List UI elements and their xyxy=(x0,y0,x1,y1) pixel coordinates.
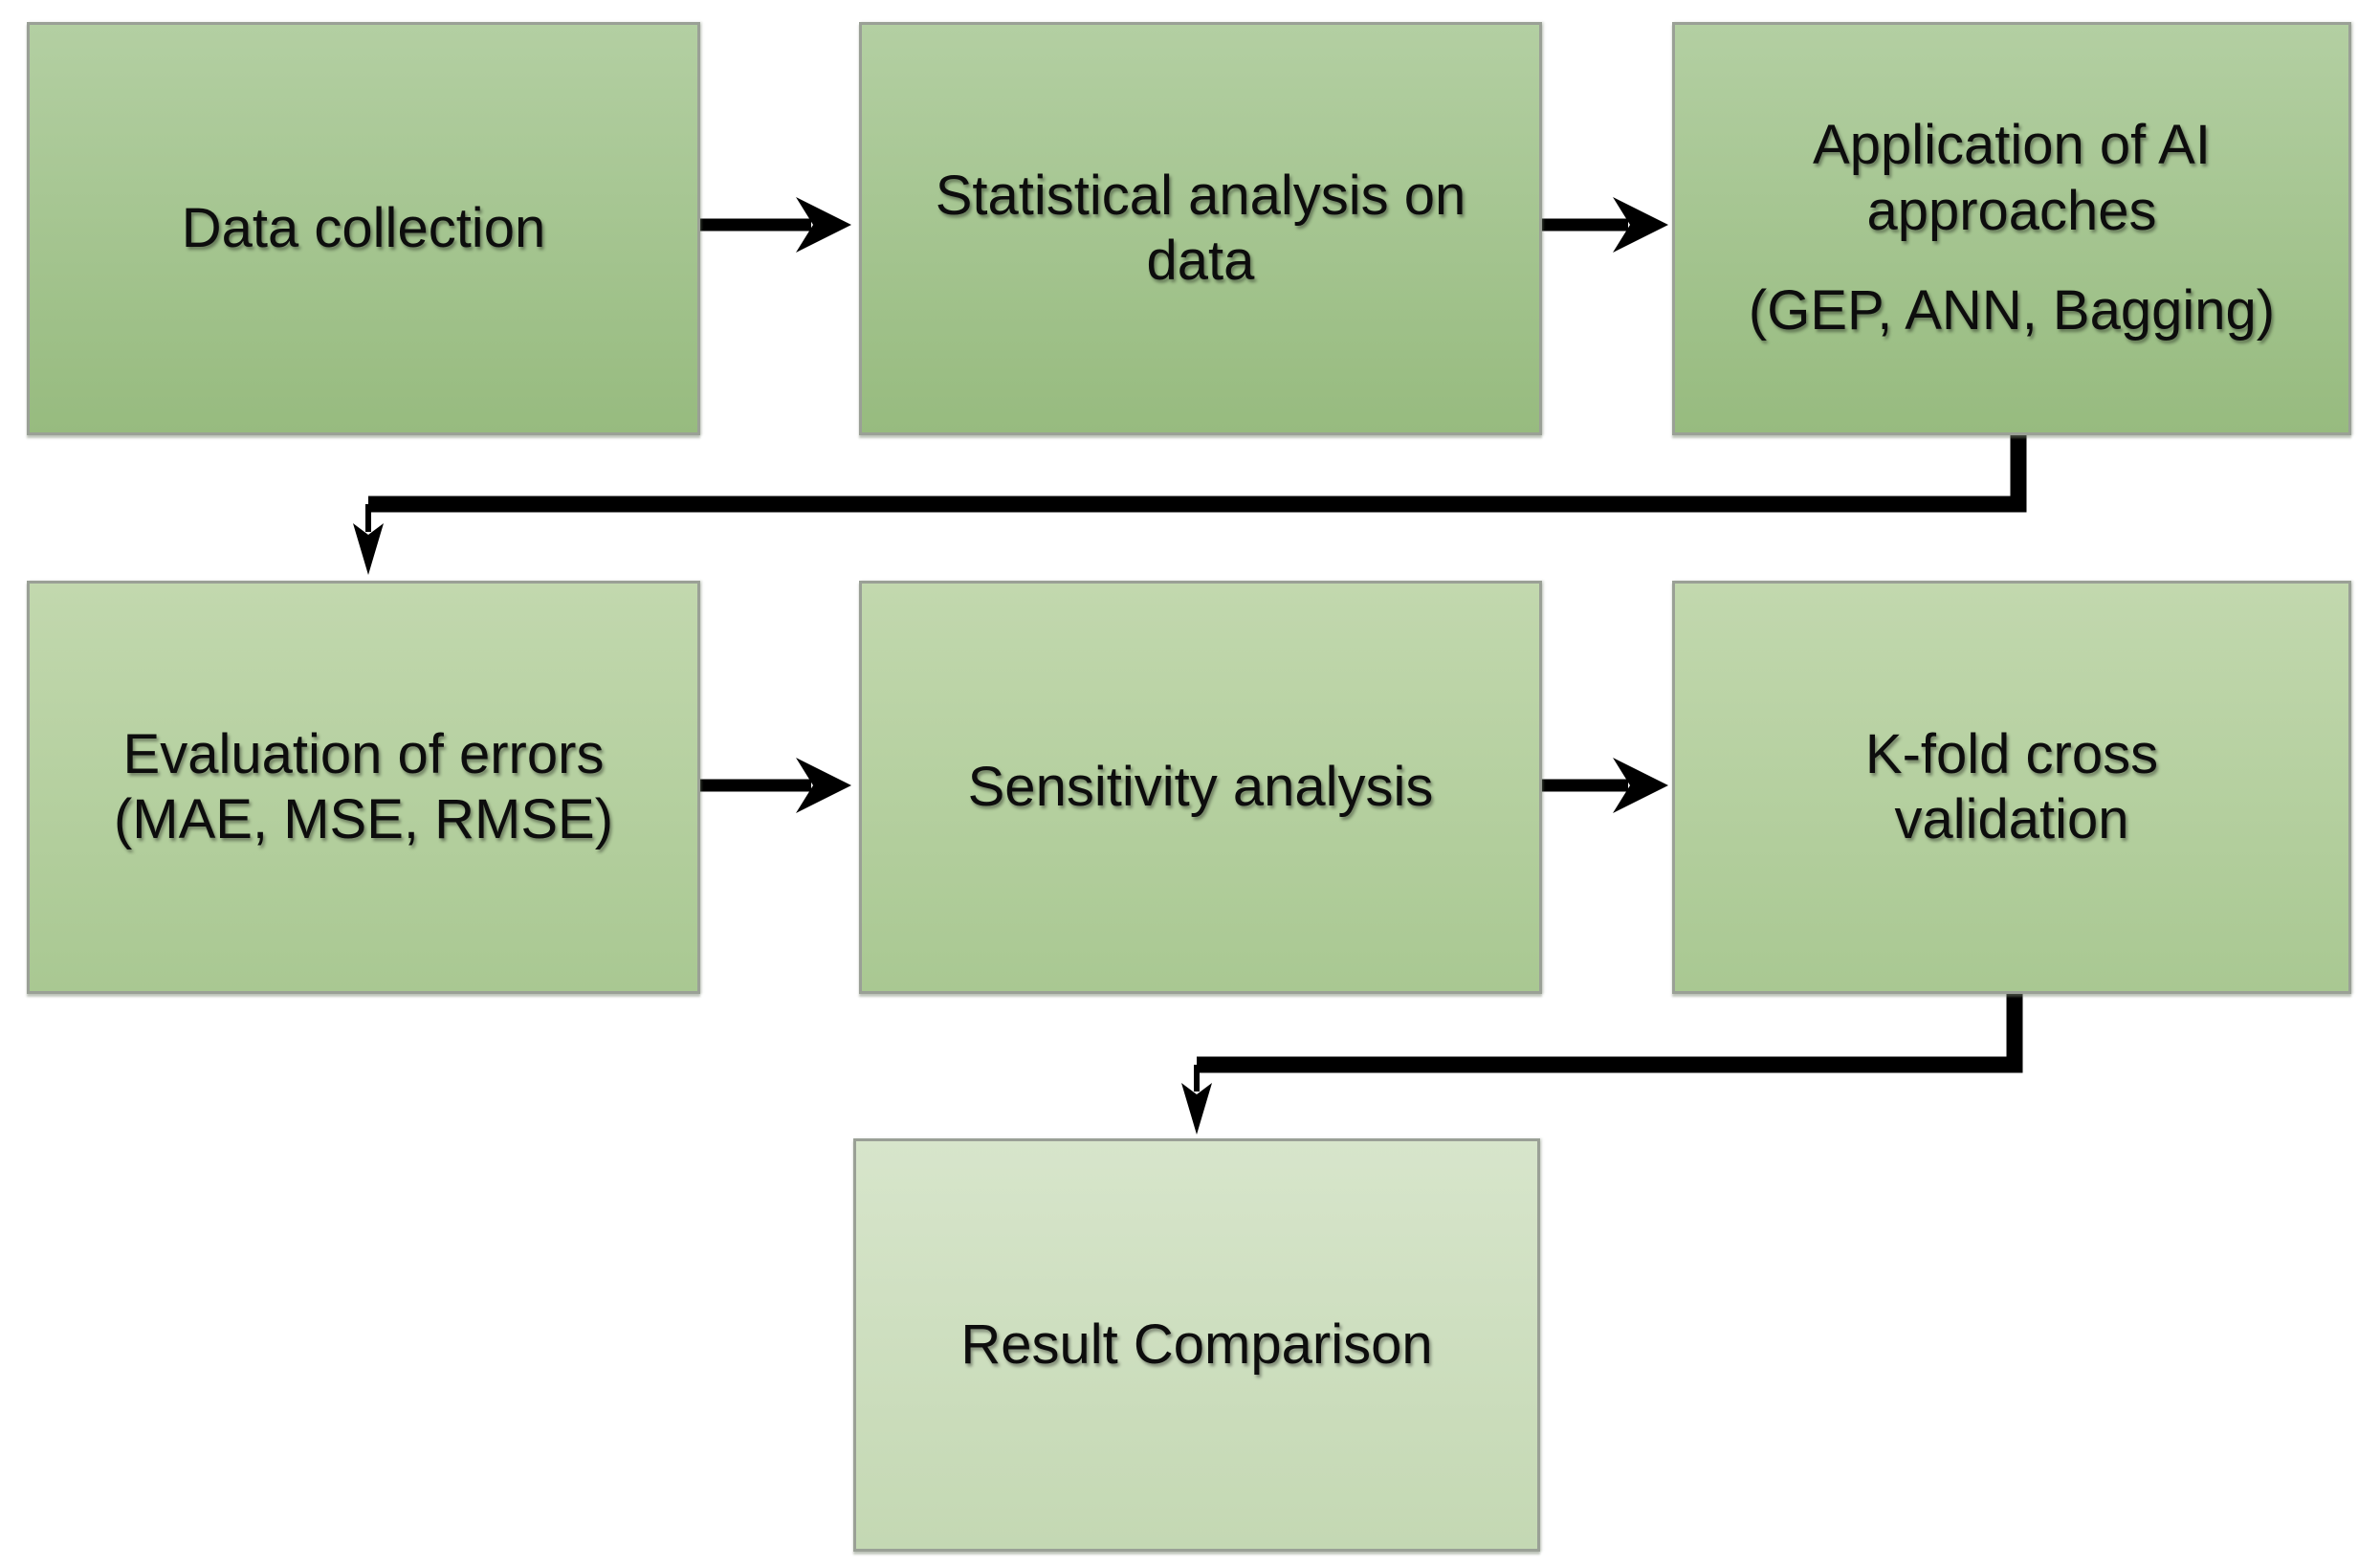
connector-elbow xyxy=(1197,994,2023,1073)
arrowhead-icon xyxy=(353,523,384,575)
node-label: Application of AI xyxy=(1813,114,2211,177)
node-label: Result Comparison xyxy=(960,1312,1433,1376)
arrow-data-collection-to-statistical-analysis xyxy=(699,197,851,253)
connector-kfold-validation-to-result-comparison xyxy=(1181,994,2023,1135)
node-kfold-validation: K-fold cross validation xyxy=(1672,581,2351,994)
connector-ai-approaches-to-error-evaluation xyxy=(353,435,2027,575)
arrow-statistical-analysis-to-ai-approaches xyxy=(1542,197,1668,253)
node-label: (GEP, ANN, Bagging) xyxy=(1748,279,2276,342)
node-label: Statistical analysis on xyxy=(935,164,1466,227)
node-ai-approaches: Application of AI approaches (GEP, ANN, … xyxy=(1672,22,2351,435)
node-label: data xyxy=(1146,230,1255,292)
node-label: (MAE, MSE, RMSE) xyxy=(113,788,614,850)
arrowhead-icon xyxy=(796,758,851,813)
node-error-evaluation: Evaluation of errors (MAE, MSE, RMSE) xyxy=(27,581,700,994)
node-label: Evaluation of errors xyxy=(122,722,605,785)
node-label: approaches xyxy=(1866,179,2157,242)
node-data-collection: Data collection xyxy=(27,22,700,435)
arrowhead-icon xyxy=(1613,197,1668,253)
node-sensitivity-analysis: Sensitivity analysis xyxy=(859,581,1542,994)
arrowhead-icon xyxy=(1613,758,1668,813)
arrow-error-evaluation-to-sensitivity-analysis xyxy=(699,758,851,813)
connector-elbow xyxy=(368,435,2027,513)
arrowhead-icon xyxy=(796,197,851,253)
node-statistical-analysis: Statistical analysis on data xyxy=(859,22,1542,435)
node-label: validation xyxy=(1894,788,2129,850)
node-label: Data collection xyxy=(181,196,546,259)
node-result-comparison: Result Comparison xyxy=(853,1138,1540,1552)
arrow-sensitivity-analysis-to-kfold-validation xyxy=(1542,758,1668,813)
arrowhead-icon xyxy=(1181,1083,1212,1135)
node-label: K-fold cross xyxy=(1864,722,2159,785)
node-label: Sensitivity analysis xyxy=(967,755,1434,818)
